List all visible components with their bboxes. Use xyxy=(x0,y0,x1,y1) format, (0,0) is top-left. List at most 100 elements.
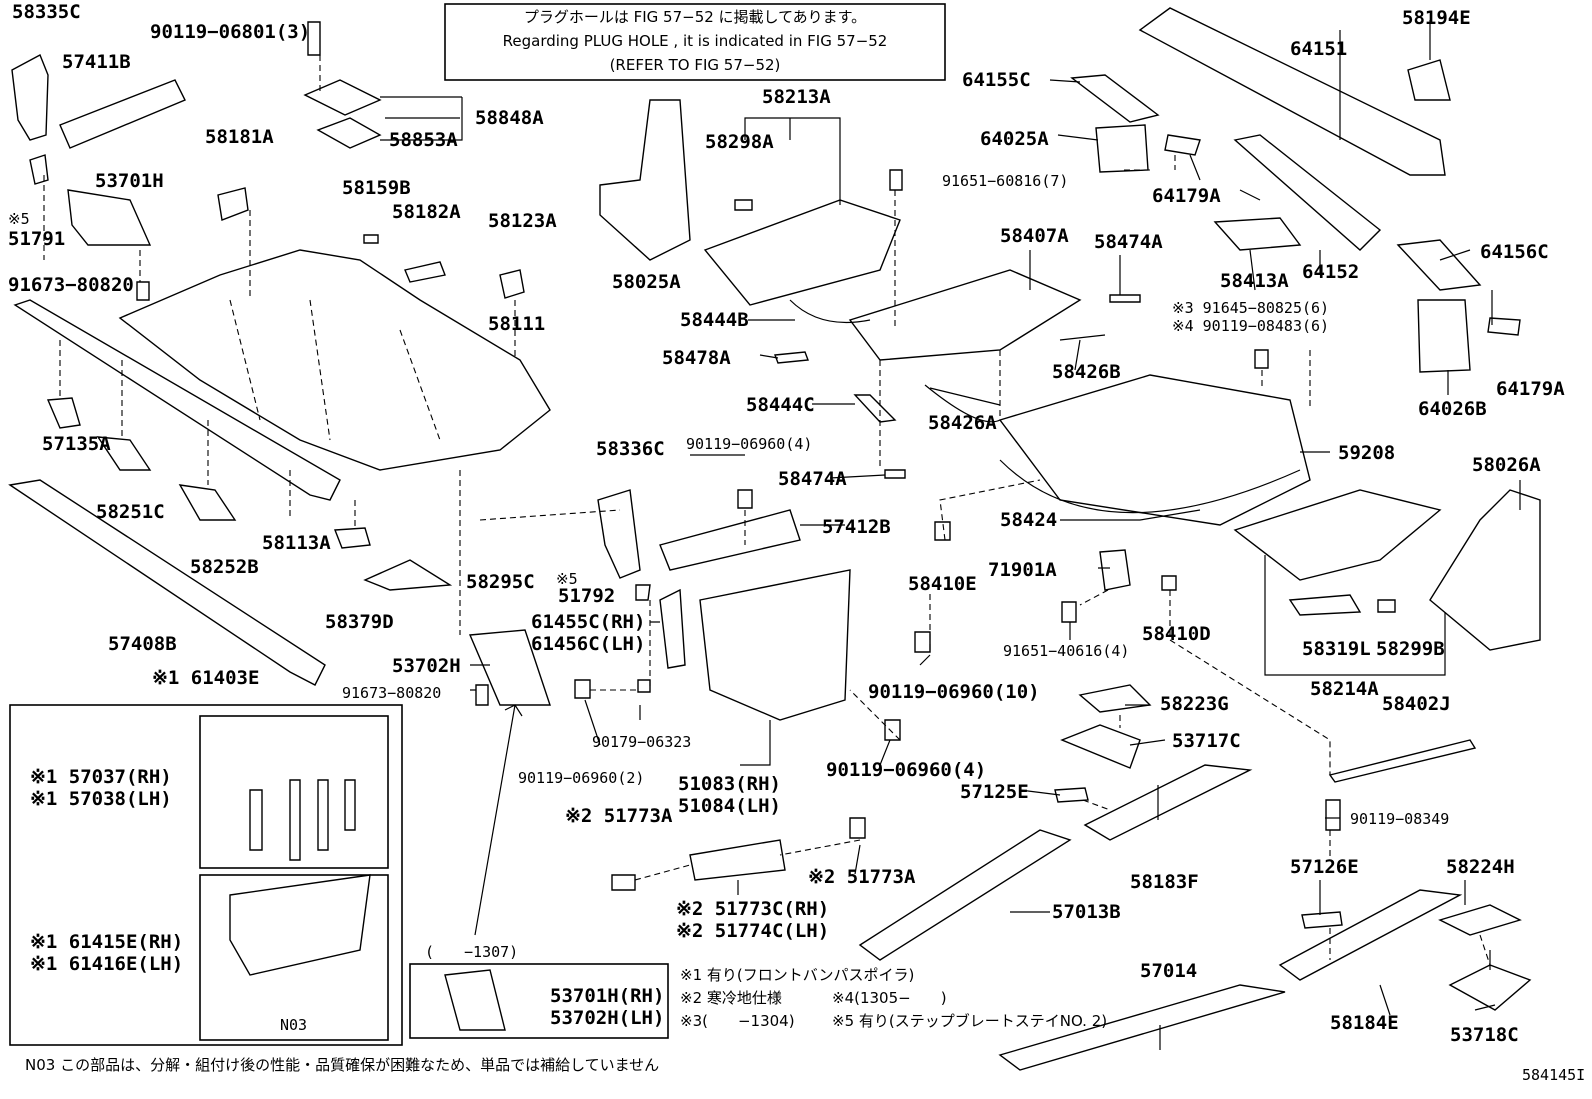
part-53702H xyxy=(468,629,551,706)
part-bolt-90119-06960-10 xyxy=(914,631,931,653)
footer-note: N03 この部品は、分解・組付け後の性能・品質確保が困難なため、単品では補給して… xyxy=(25,1056,659,1074)
part-58223G xyxy=(1078,684,1152,713)
label-61416E: ※1 61416E(LH) xyxy=(30,953,183,975)
legend-notes: ※1 有り(フロントバンパスポイラ) ※2 寒冷地仕様 ※4(1305− ) ※… xyxy=(680,966,1107,1030)
label-58848A: 58848A xyxy=(475,107,544,129)
label-57125E: 57125E xyxy=(960,781,1029,803)
direction-arrow xyxy=(474,704,523,936)
label-51792: 51792 xyxy=(558,585,615,607)
part-71901A xyxy=(1099,549,1131,591)
label-53718C: 53718C xyxy=(1450,1024,1519,1046)
part-58410D xyxy=(1161,575,1177,591)
dashed-leaders xyxy=(43,55,1491,966)
inset-box-57037 xyxy=(199,715,389,869)
label-53701H-rh: 53701H(RH) xyxy=(550,985,664,1007)
label-64179A-a: 64179A xyxy=(1152,185,1221,207)
part-51773C xyxy=(689,839,786,881)
part-64155C xyxy=(1070,74,1160,123)
part-51083 xyxy=(699,569,851,721)
label-58194E: 58194E xyxy=(1402,7,1471,29)
part-57125E xyxy=(1054,787,1089,803)
part-61455C xyxy=(659,588,686,669)
label-57412B: 57412B xyxy=(822,516,891,538)
part-58426B xyxy=(1059,334,1106,341)
label-58026A: 58026A xyxy=(1472,454,1541,476)
part-58426A xyxy=(924,384,1001,423)
labels: 58335C 90119−06801(3) 57411B 58848A 5885… xyxy=(8,1,1565,1046)
label-91645: ※3 91645−80825(6) xyxy=(1172,299,1329,317)
part-58298A xyxy=(734,199,753,211)
label-58426A: 58426A xyxy=(928,412,997,434)
part-bolt-91645 xyxy=(1254,349,1269,369)
part-bolt-91651-60816 xyxy=(889,169,903,191)
notice-line-3: (REFER TO FIG 57−52) xyxy=(610,56,781,74)
part-64152 xyxy=(1233,134,1382,251)
part-58424 xyxy=(998,374,1311,526)
label-64026B: 64026B xyxy=(1418,398,1487,420)
part-58159B xyxy=(363,234,379,244)
part-64156C xyxy=(1396,239,1482,291)
part-57013B xyxy=(858,829,1072,961)
part-58407A xyxy=(848,269,1082,361)
part-58402J xyxy=(1328,739,1477,783)
label-58853A: 58853A xyxy=(389,129,458,151)
inset-box-left xyxy=(9,704,403,1046)
label-58111: 58111 xyxy=(488,313,545,335)
label-51083: 51083(RH) xyxy=(678,773,781,795)
part-bolt-91673-b xyxy=(475,684,489,706)
part-58025A xyxy=(599,99,691,261)
label-57135A: 57135A xyxy=(42,433,111,455)
label-61456C: 61456C(LH) xyxy=(531,633,645,655)
notice-line-1: プラグホールは FIG 57−52 に掲載してあります。 xyxy=(524,8,866,26)
notice-box: プラグホールは FIG 57−52 に掲載してあります。 Regarding P… xyxy=(444,3,946,81)
part-bolt-91651-40616 xyxy=(1061,601,1077,623)
part-58478A xyxy=(774,351,809,364)
part-58183F xyxy=(1083,764,1253,841)
label-64025A: 64025A xyxy=(980,128,1049,150)
label-note5-b: ※5 xyxy=(556,570,578,588)
part-58848A xyxy=(303,79,382,116)
part-58123A xyxy=(499,269,525,299)
part-58026A xyxy=(1429,489,1541,651)
label-58402J: 58402J xyxy=(1382,693,1451,715)
label-58123A: 58123A xyxy=(488,210,557,232)
legend-note-4: ※4(1305− ) xyxy=(832,989,947,1007)
label-51773A-a: ※2 51773A xyxy=(565,805,673,827)
part-64179A-a xyxy=(1164,134,1201,156)
legend-note-5: ※5 有り(ステップブレートステイNO. 2) xyxy=(832,1012,1107,1030)
part-53701H xyxy=(67,189,152,246)
label-58335C: 58335C xyxy=(12,1,81,23)
label-58183F: 58183F xyxy=(1130,871,1199,893)
part-bolt-90119-08349 xyxy=(1325,799,1341,831)
label-64151: 64151 xyxy=(1290,38,1347,60)
part-57408B xyxy=(8,479,326,686)
label-53702H: 53702H xyxy=(392,655,461,677)
part-58184E xyxy=(1278,889,1463,981)
label-58413A: 58413A xyxy=(1220,270,1289,292)
label-57038: ※1 57038(LH) xyxy=(30,788,172,810)
part-58335C xyxy=(11,54,49,141)
label-range-1307: ( −1307) xyxy=(425,943,518,961)
label-57037: ※1 57037(RH) xyxy=(30,766,172,788)
label-61455C: 61455C(RH) xyxy=(531,611,645,633)
part-64151 xyxy=(1138,7,1446,176)
part-57014 xyxy=(998,984,1286,1071)
part-64025A xyxy=(1095,124,1149,173)
part-51791 xyxy=(29,154,49,185)
label-53702H-lh: 53702H(LH) xyxy=(550,1007,664,1029)
part-bolt-90119-06960-4a xyxy=(737,489,753,509)
part-58111 xyxy=(118,249,551,471)
label-58182A: 58182A xyxy=(392,201,461,223)
part-58444C xyxy=(853,394,897,423)
part-58181A xyxy=(217,187,249,221)
part-51773A-a xyxy=(611,874,636,891)
label-90119-06801: 90119−06801(3) xyxy=(150,21,310,43)
label-n03: N03 xyxy=(280,1016,307,1034)
label-59208: 59208 xyxy=(1338,442,1395,464)
part-53701H-inset xyxy=(444,969,506,1031)
label-58336C: 58336C xyxy=(596,438,665,460)
notice-line-2: Regarding PLUG HOLE , it is indicated in… xyxy=(503,32,888,50)
label-58298A: 58298A xyxy=(705,131,774,153)
legend-note-1: ※1 有り(フロントバンパスポイラ) xyxy=(680,966,914,984)
